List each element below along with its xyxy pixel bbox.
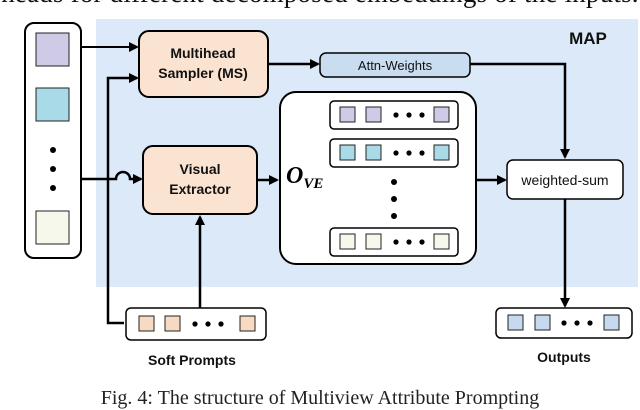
- ove-row-1-token: [365, 106, 382, 123]
- wire-split-down-to-prompts: [106, 179, 124, 325]
- ove-rows-ellipsis-dot: [391, 179, 397, 185]
- multihead-sampler-label-line2: Sampler (MS): [158, 65, 247, 81]
- ove-container: [279, 91, 477, 265]
- map-label: MAP: [569, 29, 607, 48]
- ove-row-2-token: [339, 144, 356, 161]
- input-token-stack: [24, 22, 82, 259]
- input-ellipsis-dot: [50, 185, 56, 191]
- visual-extractor-label-line1: Visual: [180, 161, 221, 177]
- visual-extractor-label-line2: Extractor: [169, 181, 231, 197]
- input-token-2: [35, 87, 70, 122]
- soft-prompt-token: [164, 315, 181, 332]
- output-token: [534, 314, 551, 331]
- visual-extractor-box: [142, 145, 258, 215]
- soft-prompt-token: [138, 315, 155, 332]
- ove-row-n-token: [433, 233, 450, 250]
- ove-row-n-token: [365, 233, 382, 250]
- outputs-label: Outputs: [537, 349, 591, 365]
- output-token: [603, 314, 620, 331]
- arrow-hop-to-extractor: [108, 170, 143, 184]
- output-dot: [561, 320, 567, 326]
- caption-bottom: Fig. 4: The structure of Multiview Attri…: [100, 387, 540, 409]
- ove-row-2-dot: [419, 150, 425, 156]
- output-dot: [587, 320, 593, 326]
- multihead-sampler-box: [138, 30, 269, 98]
- caption-top: heads for different decomposed embedding…: [0, 0, 640, 9]
- input-token-n: [35, 210, 70, 245]
- ove-row-2-dot: [393, 150, 399, 156]
- soft-prompt-dot: [205, 321, 211, 327]
- ove-rows-ellipsis-dot: [391, 196, 397, 202]
- soft-prompts-label: Soft Prompts: [148, 352, 236, 368]
- output-dot: [574, 320, 580, 326]
- ove-row-1-dot: [406, 112, 412, 118]
- ove-row-n-dot: [406, 239, 412, 245]
- arrow-attn-to-weighted-sum: [470, 62, 570, 159]
- input-ellipsis-dot: [50, 147, 56, 153]
- attn-weights-label: Attn-Weights: [358, 58, 433, 73]
- ove-row-2-token: [433, 144, 450, 161]
- ove-row-2-dot: [406, 150, 412, 156]
- ove-row-n-dot: [393, 239, 399, 245]
- ove-row-1-token: [433, 106, 450, 123]
- wire-split-up-to-sampler: [106, 73, 139, 179]
- ove-row-1-dot: [393, 112, 399, 118]
- input-token-1: [35, 32, 70, 67]
- soft-prompt-dot: [218, 321, 224, 327]
- ove-row-1-dot: [419, 112, 425, 118]
- output-token: [507, 314, 524, 331]
- ove-row-2-token: [365, 144, 382, 161]
- ove-label: OVE: [286, 163, 323, 192]
- input-ellipsis-dot: [50, 166, 56, 172]
- ove-row-1-token: [339, 106, 356, 123]
- ove-row-n-dot: [419, 239, 425, 245]
- soft-prompt-token: [239, 315, 256, 332]
- soft-prompt-dot: [192, 321, 198, 327]
- multihead-sampler-label-line1: Multihead: [170, 45, 235, 61]
- weighted-sum-label: weighted-sum: [520, 172, 608, 188]
- ove-rows-ellipsis-dot: [391, 213, 397, 219]
- map-diagram: MAP Multihead Sampler (MS) Attn-Weights …: [24, 19, 638, 368]
- ove-row-n-token: [339, 233, 356, 250]
